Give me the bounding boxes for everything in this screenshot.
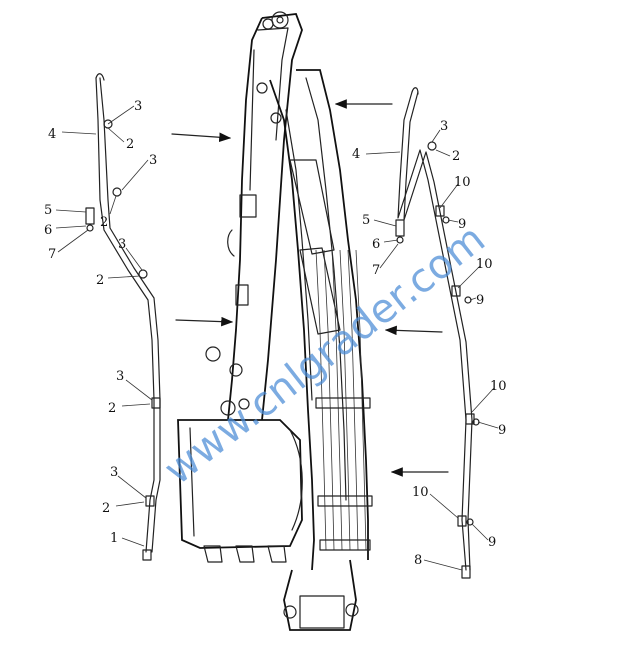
direction-arrows xyxy=(171,99,449,477)
callout-4-right: 4 xyxy=(352,147,360,162)
callout-3-left-b: 3 xyxy=(149,153,157,168)
callout-9-right-b: 9 xyxy=(476,293,484,308)
right-pipe-assembly xyxy=(395,87,480,579)
callout-5-left: 5 xyxy=(44,203,52,218)
callout-7-right: 7 xyxy=(372,263,380,278)
callout-9-right-a: 9 xyxy=(458,217,466,232)
callout-10-right-c: 10 xyxy=(490,379,507,394)
callout-2-left-e: 2 xyxy=(102,501,110,516)
callout-3-left-e: 3 xyxy=(110,465,118,480)
callout-4-left: 4 xyxy=(48,127,56,142)
callout-labels: 4 3 2 3 2 5 6 7 3 2 3 2 3 2 1 4 3 2 5 6 … xyxy=(44,99,507,568)
callout-1: 1 xyxy=(110,531,118,546)
callout-6-left: 6 xyxy=(44,223,52,238)
callout-3-left-d: 3 xyxy=(116,369,124,384)
callout-10-right-d: 10 xyxy=(412,485,429,500)
arrow-middle-left xyxy=(175,316,234,327)
arrow-upper-left xyxy=(171,132,232,143)
callout-5-right: 5 xyxy=(362,213,370,228)
callout-3-left-c: 3 xyxy=(118,237,126,252)
arrow-middle-right xyxy=(384,325,443,336)
callout-8: 8 xyxy=(414,553,422,568)
callout-2-right: 2 xyxy=(452,149,460,164)
callout-2-left-b: 2 xyxy=(100,215,108,230)
callout-3-right: 3 xyxy=(440,119,448,134)
callout-10-right-b: 10 xyxy=(476,257,493,272)
callout-10-right-a: 10 xyxy=(454,175,471,190)
callout-9-right-d: 9 xyxy=(488,535,496,550)
callout-9-right-c: 9 xyxy=(498,423,506,438)
left-pipe-assembly xyxy=(85,73,161,561)
callout-2-left-a: 2 xyxy=(126,137,134,152)
callout-6-right: 6 xyxy=(372,237,380,252)
callout-7-left: 7 xyxy=(48,247,56,262)
excavator-boom-arm xyxy=(177,11,373,631)
callout-3-left-a: 3 xyxy=(134,99,142,114)
callout-2-left-d: 2 xyxy=(108,401,116,416)
callout-2-left-c: 2 xyxy=(96,273,104,288)
leader-lines xyxy=(55,105,499,571)
